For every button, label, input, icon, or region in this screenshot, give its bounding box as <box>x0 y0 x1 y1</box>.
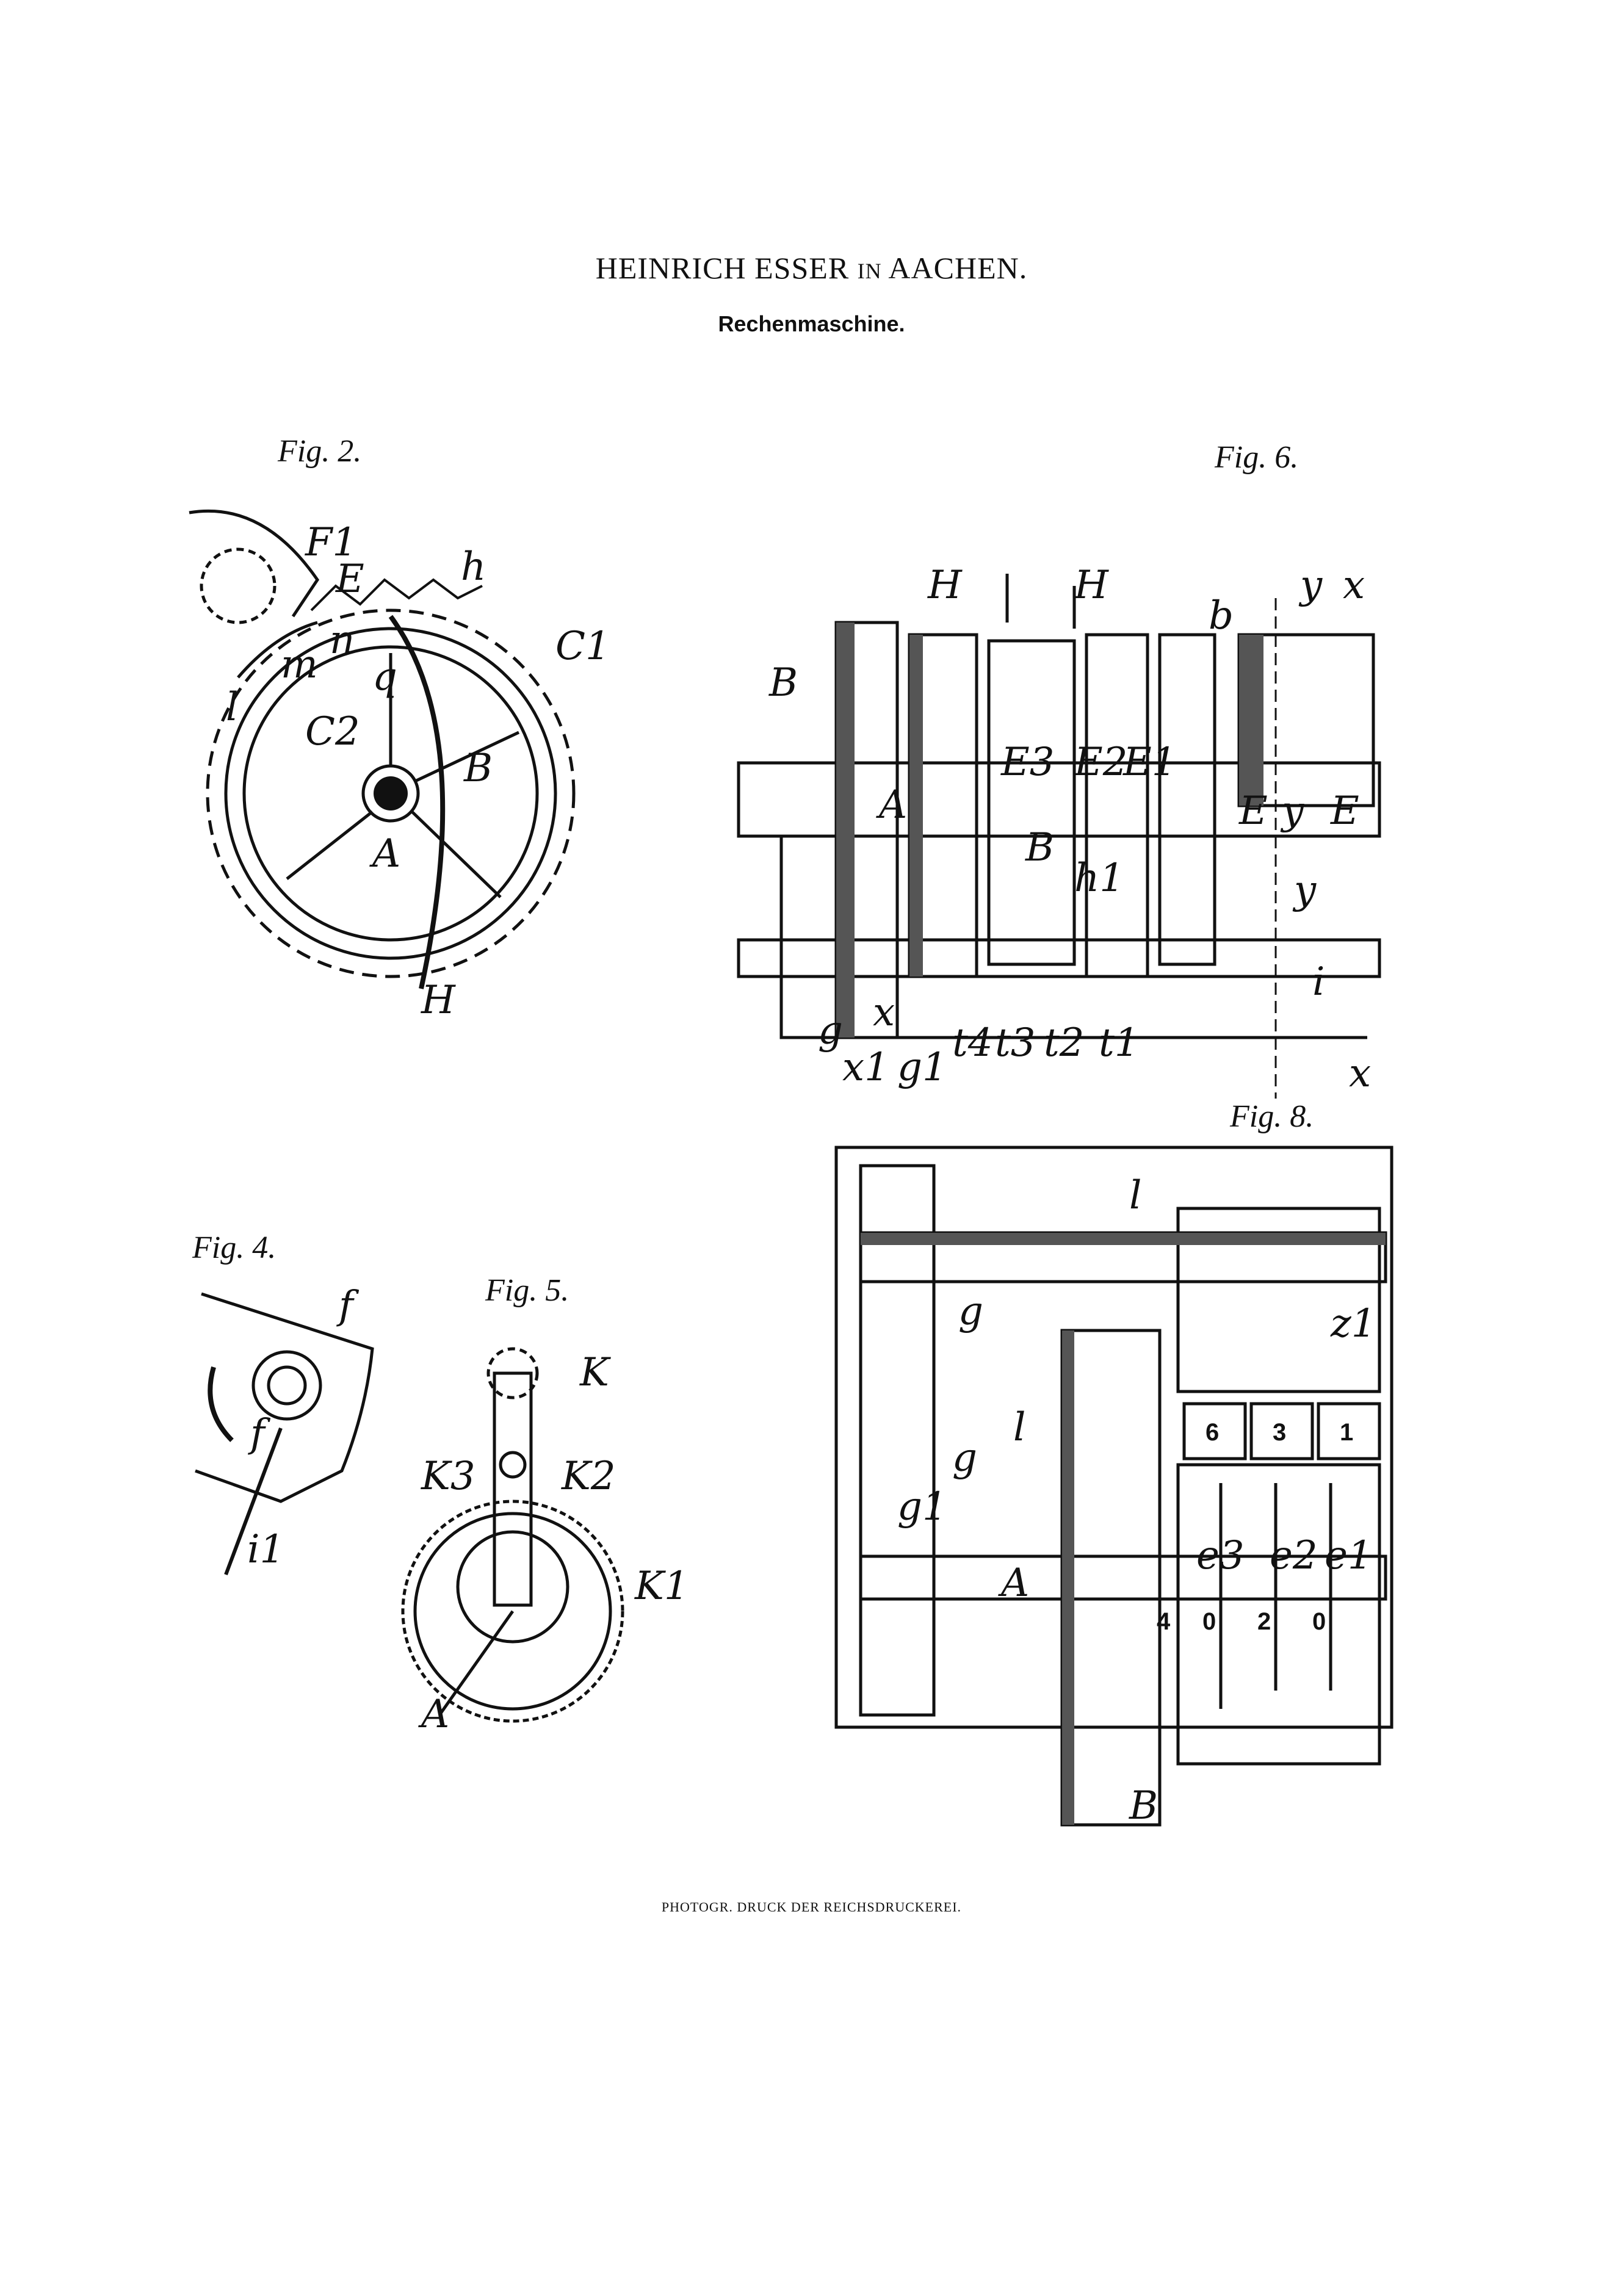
fig6-label-i: i <box>1312 959 1325 1005</box>
fig6-label-x: x <box>873 990 895 1035</box>
fig6-label-x1: x1 <box>842 1045 889 1090</box>
fig2-label-F1: F1 <box>305 520 357 565</box>
fig6-label-t2: t2 <box>1044 1020 1084 1066</box>
fig5-gear <box>413 1512 612 1711</box>
fig2-lever-H <box>388 615 446 989</box>
fig8-lower-digit-3: 2 <box>1257 1608 1271 1635</box>
fig6-label-A: A <box>876 782 907 828</box>
fig5-label-K3: K3 <box>421 1454 475 1499</box>
fig2-label-n: n <box>330 618 355 663</box>
fig5-label: Fig. 5. <box>485 1273 569 1308</box>
fig6-label-b: b <box>1209 593 1234 638</box>
fig8-lower-digit-4: 0 <box>1312 1608 1326 1635</box>
fig8-label-e1: e1 <box>1325 1533 1373 1578</box>
fig8-drawing: l g z1 l g g1 A e3 e2 e1 B 6 3 1 4 0 2 0 <box>834 1146 1393 1828</box>
fig5-label-K2: K2 <box>561 1454 616 1499</box>
fig8-label-B: B <box>1129 1783 1158 1828</box>
fig6-label-y-low: y <box>1292 868 1317 913</box>
fig6-label-y-top: y <box>1298 563 1323 608</box>
fig8-upper-dial-3 <box>1317 1402 1381 1460</box>
fig8-label-g1: g1 <box>897 1484 947 1529</box>
fig6-label-H-right: H <box>1074 563 1109 608</box>
printer-credit: PHOTOGR. DRUCK DER REICHSDRUCKEREI. <box>661 1899 962 1915</box>
fig2-label-C1: C1 <box>555 624 610 669</box>
fig8-frame <box>834 1146 1393 1729</box>
fig2-wheel-rim <box>224 627 557 960</box>
fig6-label-g1: g1 <box>897 1045 947 1090</box>
fig8-upper-dial-2 <box>1249 1402 1314 1460</box>
fig6-drawing: H H y x b B A E3 E2 E1 E y E B h1 y i g … <box>737 563 1381 1099</box>
fig2-label-H: H <box>421 978 456 1023</box>
fig5-label-A: A <box>418 1692 449 1737</box>
fig4-label-i1: i1 <box>247 1527 284 1572</box>
fig8-label-e2: e2 <box>1270 1533 1318 1578</box>
fig2-label-q: q <box>372 654 397 699</box>
fig6-label-B-top: B <box>768 660 798 706</box>
fig6-label-E1: E1 <box>1122 740 1176 785</box>
holder-city: AACHEN. <box>888 251 1028 285</box>
fig6-label-x-top: x <box>1343 563 1365 608</box>
fig6-label-H-left: H <box>927 563 963 608</box>
fig6-label-E-left: E <box>1238 789 1268 834</box>
fig8-upper-dial-1 <box>1182 1402 1247 1460</box>
fig6-label-E2: E2 <box>1074 740 1127 785</box>
fig2-label-B: B <box>463 746 493 791</box>
fig8-lower-digit-1: 4 <box>1157 1608 1171 1635</box>
fig6-label-B-mid: B <box>1025 825 1054 870</box>
fig8-label-l-top: l <box>1129 1173 1141 1218</box>
fig8-upper-digit-3: 1 <box>1340 1419 1353 1446</box>
fig2-label-C2: C2 <box>305 709 360 754</box>
fig8-label-A: A <box>998 1561 1029 1606</box>
fig5-drawing: K K3 K2 K1 A <box>401 1347 689 1737</box>
fig6-label: Fig. 6. <box>1215 440 1299 475</box>
fig6-label-h1: h1 <box>1074 856 1124 901</box>
fig2-outer-dashed-circle <box>206 608 576 978</box>
fig2-drawing: F1 E h C1 m l n q C2 B A H <box>189 509 610 1023</box>
fig2-label-m: m <box>281 642 318 687</box>
fig6-main-shaft <box>737 761 1381 838</box>
fig2-label-l: l <box>226 685 238 730</box>
invention-title: Rechenmaschine. <box>718 311 905 336</box>
fig6-label-x-bottom: x <box>1349 1051 1371 1096</box>
fig8-label-e3: e3 <box>1196 1533 1245 1578</box>
fig8-label-l: l <box>1013 1405 1025 1450</box>
fig2-label-E: E <box>335 557 364 602</box>
fig8-label-g: g <box>952 1435 977 1481</box>
fig8-upper-digit-1: 6 <box>1206 1419 1219 1446</box>
fig6-label-g: g <box>818 1008 843 1053</box>
fig5-label-K: K <box>579 1350 611 1395</box>
fig6-lower-shaft <box>737 938 1381 978</box>
fig4-drawing: f f i1 <box>195 1283 374 1576</box>
fig2-label-h: h <box>461 544 486 590</box>
fig2-label: Fig. 2. <box>278 434 362 469</box>
fig6-label-E3: E3 <box>1000 740 1054 785</box>
fig4-label-f-top: f <box>336 1283 360 1328</box>
holder-name: HEINRICH ESSER <box>595 251 850 285</box>
fig8-label: Fig. 8. <box>1230 1099 1314 1134</box>
fig8-label-z1: z1 <box>1330 1301 1376 1346</box>
fig4-label-f: f <box>248 1411 271 1456</box>
fig6-label-t4: t4 <box>952 1020 992 1066</box>
fig5-label-K1: K1 <box>634 1564 689 1609</box>
fig8-label-g-top: g <box>958 1289 983 1334</box>
fig2-label-A: A <box>369 831 400 876</box>
fig6-label-t3: t3 <box>995 1020 1035 1066</box>
fig2-wheel-inner-rim <box>242 645 539 942</box>
fig8-main-shaft <box>859 1554 1387 1601</box>
fig6-label-y-mid: y <box>1280 789 1304 834</box>
fig8-lower-digit-2: 0 <box>1202 1608 1216 1635</box>
fig6-label-t1: t1 <box>1099 1020 1139 1066</box>
fig6-label-E-right: E <box>1330 789 1359 834</box>
fig4-label: Fig. 4. <box>192 1230 277 1265</box>
fig8-upper-digit-2: 3 <box>1273 1419 1286 1446</box>
holder-preposition: IN <box>857 259 882 283</box>
patent-holder-title: HEINRICH ESSER IN AACHEN. <box>0 250 1623 286</box>
fig5-gear-teeth <box>401 1500 624 1723</box>
